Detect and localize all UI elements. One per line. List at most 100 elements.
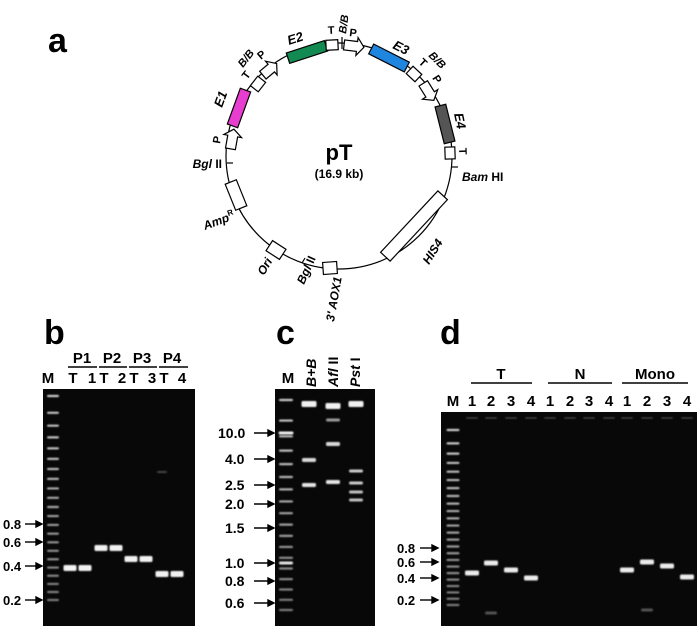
gel-d-marker-02: 0.2 bbox=[397, 593, 415, 608]
sample-band bbox=[155, 571, 169, 577]
gel-c-marker-08: 0.8 bbox=[225, 573, 245, 589]
sample-band bbox=[170, 571, 184, 577]
gel-b-panel: M T 1 T 2 T 3 T 4 P1 P2 P3 P4 0.8 0.6 0.… bbox=[3, 350, 195, 626]
ladder-band bbox=[47, 477, 59, 480]
ladder-band bbox=[47, 424, 59, 427]
gel-b-lane-t2: T bbox=[99, 370, 108, 387]
ladder-band bbox=[47, 590, 59, 594]
feature-e1 bbox=[226, 87, 252, 129]
sample-band bbox=[620, 567, 634, 573]
sample-band bbox=[94, 545, 108, 551]
ladder-band bbox=[279, 449, 293, 452]
label-bglii-1: Bgl II bbox=[193, 157, 222, 171]
feature-his4 bbox=[379, 190, 449, 262]
ladder-band bbox=[446, 578, 460, 581]
gel-d-lane-label: 2 bbox=[487, 393, 495, 410]
terminator-box-3 bbox=[405, 65, 423, 83]
promoter-arrow-4 bbox=[418, 79, 439, 101]
gel-d-lane-label: 4 bbox=[683, 393, 692, 410]
gel-c-marker-15: 1.5 bbox=[225, 520, 245, 536]
gel-d-group-mono: Mono bbox=[635, 366, 675, 383]
gel-b-marker-08: 0.8 bbox=[3, 517, 21, 532]
ladder-band bbox=[47, 487, 59, 490]
gel-d-marker-06: 0.6 bbox=[397, 555, 415, 570]
ladder-band bbox=[446, 591, 460, 594]
terminator-box-1 bbox=[249, 75, 267, 93]
ladder-band bbox=[47, 394, 59, 398]
ladder-band bbox=[279, 435, 293, 438]
gel-d-lane-label: 2 bbox=[566, 393, 574, 410]
well-mark bbox=[466, 417, 478, 419]
ladder-band bbox=[446, 494, 460, 498]
ladder-band bbox=[47, 436, 59, 439]
ladder-band bbox=[47, 541, 59, 544]
well-mark bbox=[525, 417, 537, 419]
label-p-1: P bbox=[211, 135, 224, 144]
panel-label-c: c bbox=[276, 314, 295, 352]
label-t-4: T bbox=[456, 148, 468, 155]
ladder-band bbox=[47, 574, 59, 577]
label-bb-2: B/B bbox=[337, 14, 352, 34]
ladder-band bbox=[446, 502, 460, 505]
ladder-band bbox=[446, 558, 460, 562]
well-mark bbox=[681, 417, 693, 419]
gel-b-marker-04: 0.4 bbox=[3, 559, 22, 574]
ladder-band bbox=[279, 598, 293, 601]
ladder-band bbox=[279, 567, 293, 570]
label-p-3: P bbox=[349, 27, 358, 40]
gel-c-marker-1: 1.0 bbox=[225, 555, 245, 571]
gel-d-lane-label: 3 bbox=[663, 393, 671, 410]
ladder-band bbox=[47, 467, 59, 471]
label-e1: E1 bbox=[211, 89, 231, 109]
well-mark bbox=[485, 417, 497, 419]
gel-d-lane-label: 3 bbox=[585, 393, 593, 410]
sample-band bbox=[139, 556, 153, 562]
marker-1 bbox=[279, 561, 293, 565]
ladder-band bbox=[446, 478, 460, 482]
ladder-band bbox=[446, 597, 460, 600]
ladder-band bbox=[47, 505, 59, 509]
gel-d-bands bbox=[446, 417, 694, 615]
ladder-band bbox=[279, 534, 293, 538]
ladder-band bbox=[279, 500, 293, 503]
label-p-4: P bbox=[429, 73, 443, 86]
label-bglii-2: Bgl II bbox=[294, 254, 319, 287]
ladder-band bbox=[47, 598, 59, 602]
gel-b-lane-t1: T bbox=[68, 370, 77, 387]
ladder-band bbox=[446, 538, 460, 541]
sample-band bbox=[484, 560, 498, 566]
ladder-band bbox=[446, 487, 460, 490]
plasmid-name: pT bbox=[326, 140, 353, 165]
well-mark bbox=[564, 417, 576, 419]
ladder-band bbox=[47, 447, 59, 450]
label-e2: E2 bbox=[285, 28, 305, 47]
sample-band bbox=[109, 545, 123, 551]
ladder-band bbox=[446, 531, 460, 534]
sample-band bbox=[504, 567, 518, 573]
ladder-band bbox=[47, 457, 59, 460]
faint-band bbox=[485, 611, 497, 615]
well-mark bbox=[641, 417, 653, 419]
sample-band bbox=[660, 563, 674, 569]
promoter-arrow-3 bbox=[342, 35, 365, 58]
gel-c-marker-10: 10.0 bbox=[218, 425, 245, 441]
well-mark bbox=[621, 417, 633, 419]
gel-b-bands bbox=[47, 394, 184, 602]
gel-b-group-p1: P1 bbox=[73, 350, 91, 367]
feature-ampr bbox=[224, 178, 248, 212]
gel-b-group-p2: P2 bbox=[103, 350, 121, 367]
gel-b-group-p3: P3 bbox=[133, 350, 151, 367]
ladder-band bbox=[446, 524, 460, 527]
label-t-2: T bbox=[328, 25, 336, 37]
well-mark bbox=[603, 417, 615, 419]
feature-ori bbox=[265, 239, 287, 261]
panel-label-a: a bbox=[48, 22, 68, 60]
ladder-band bbox=[446, 603, 460, 607]
gel-c-panel: M B+B Afl II Pst I 10.0 4.0 2.5 2.0 1.5 … bbox=[218, 357, 375, 626]
faint-band bbox=[157, 471, 167, 473]
pst-band-1 bbox=[348, 401, 364, 407]
gel-b-lane-4: 4 bbox=[178, 370, 187, 387]
gel-d-image bbox=[441, 412, 697, 626]
label-bb-1: B/B bbox=[236, 47, 257, 69]
ladder-band bbox=[279, 577, 293, 581]
